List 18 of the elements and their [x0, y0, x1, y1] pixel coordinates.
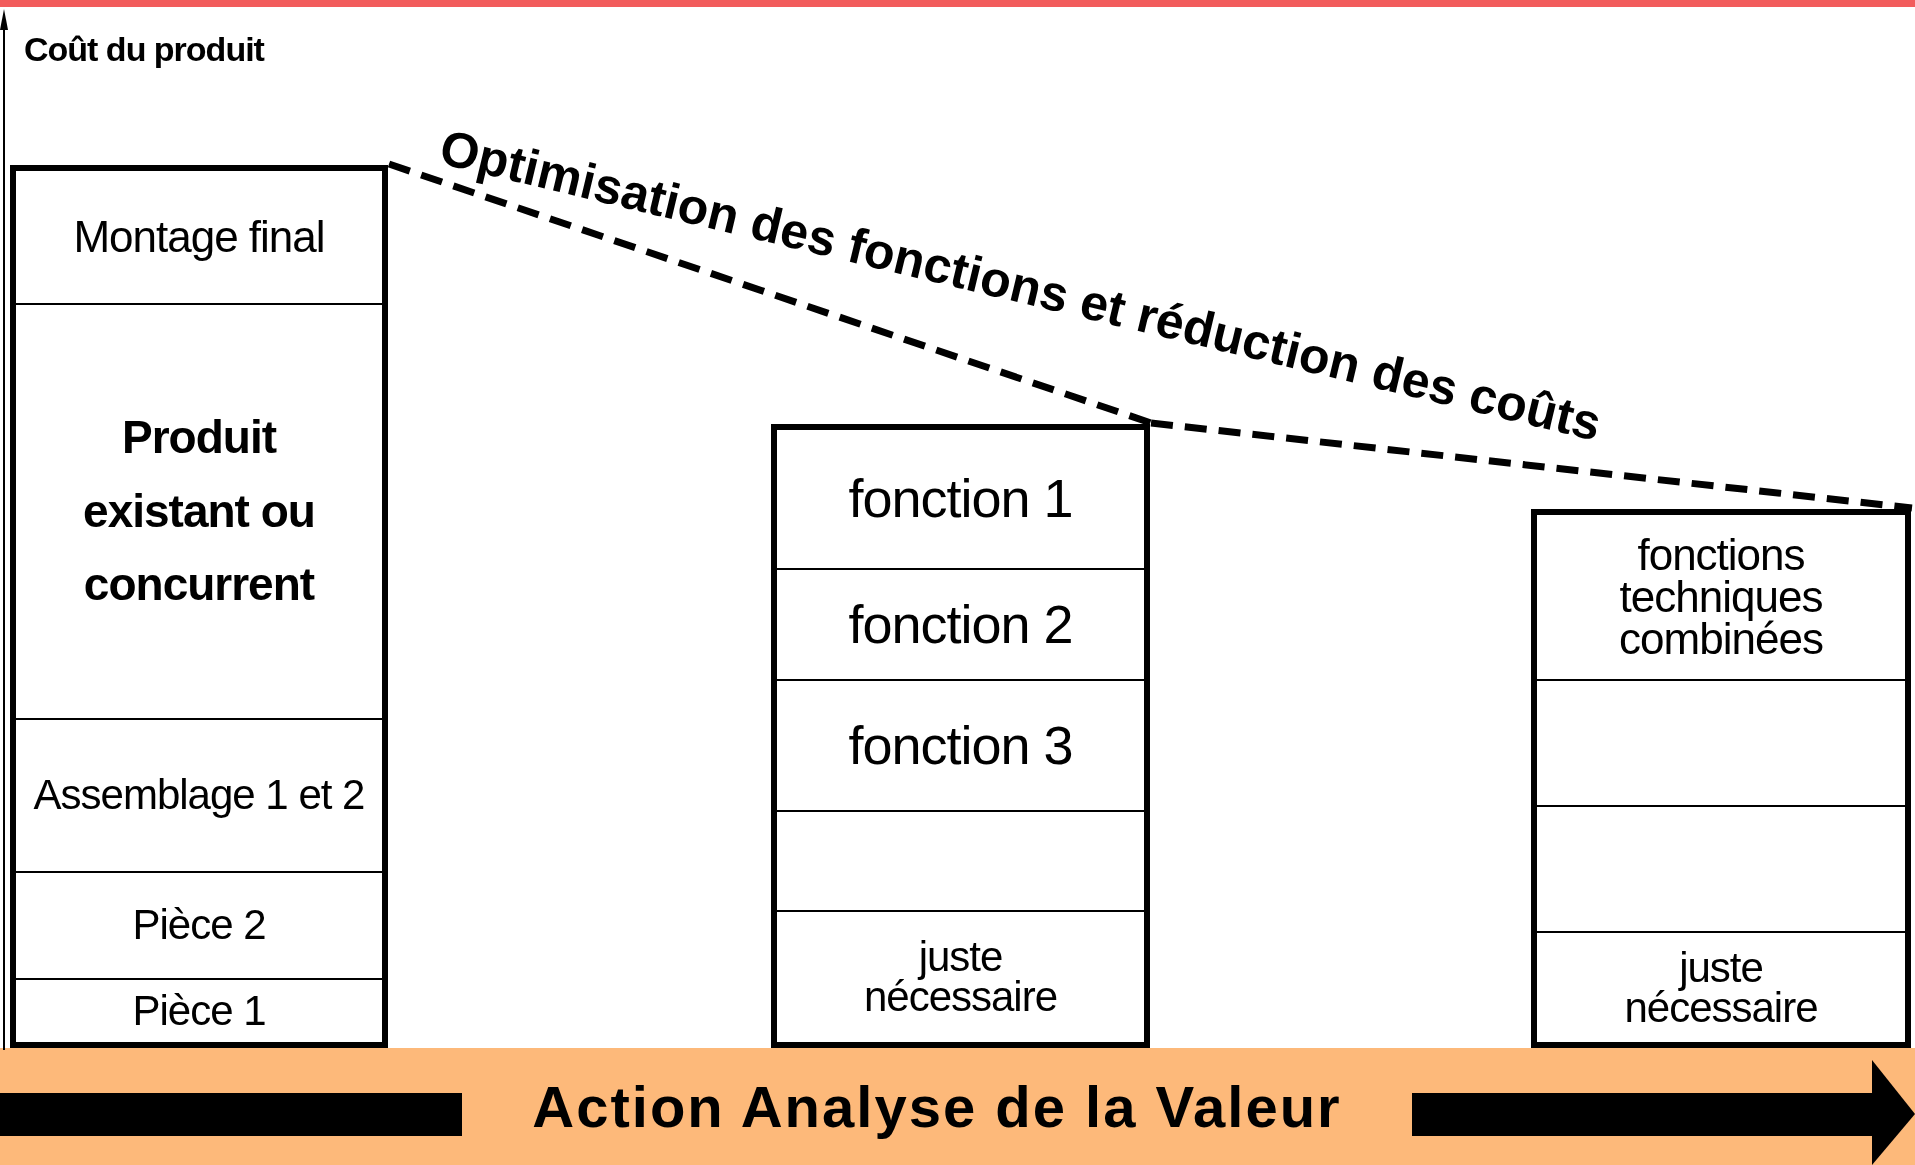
segment-label: juste nécessaire [862, 937, 1059, 1017]
segment-label: Assemblage 1 et 2 [33, 772, 365, 819]
segment-label: Pièce 1 [132, 987, 266, 1035]
cost-stack [771, 424, 1150, 1048]
axis-label: Coût du produit [24, 30, 264, 69]
dashed-trend-line [387, 160, 1153, 427]
cost-stack [10, 165, 388, 1048]
cost-stack [1531, 509, 1911, 1048]
banner-title: Action Analyse de la Valeur [532, 1072, 1342, 1140]
segment-label: juste nécessaire [1623, 947, 1819, 1028]
segment-label: Montage final [73, 212, 325, 262]
segment-label: Produit existant ou concurrent [82, 410, 316, 613]
segment-label: fonction 2 [848, 594, 1073, 655]
segment-label: fonction 1 [848, 469, 1073, 529]
segment-label: fonction 3 [848, 715, 1073, 776]
segment-label: fonctions techniques combinées [1618, 534, 1824, 660]
dashed-trend-line [1150, 419, 1913, 512]
segment-label: Pièce 2 [132, 902, 266, 949]
